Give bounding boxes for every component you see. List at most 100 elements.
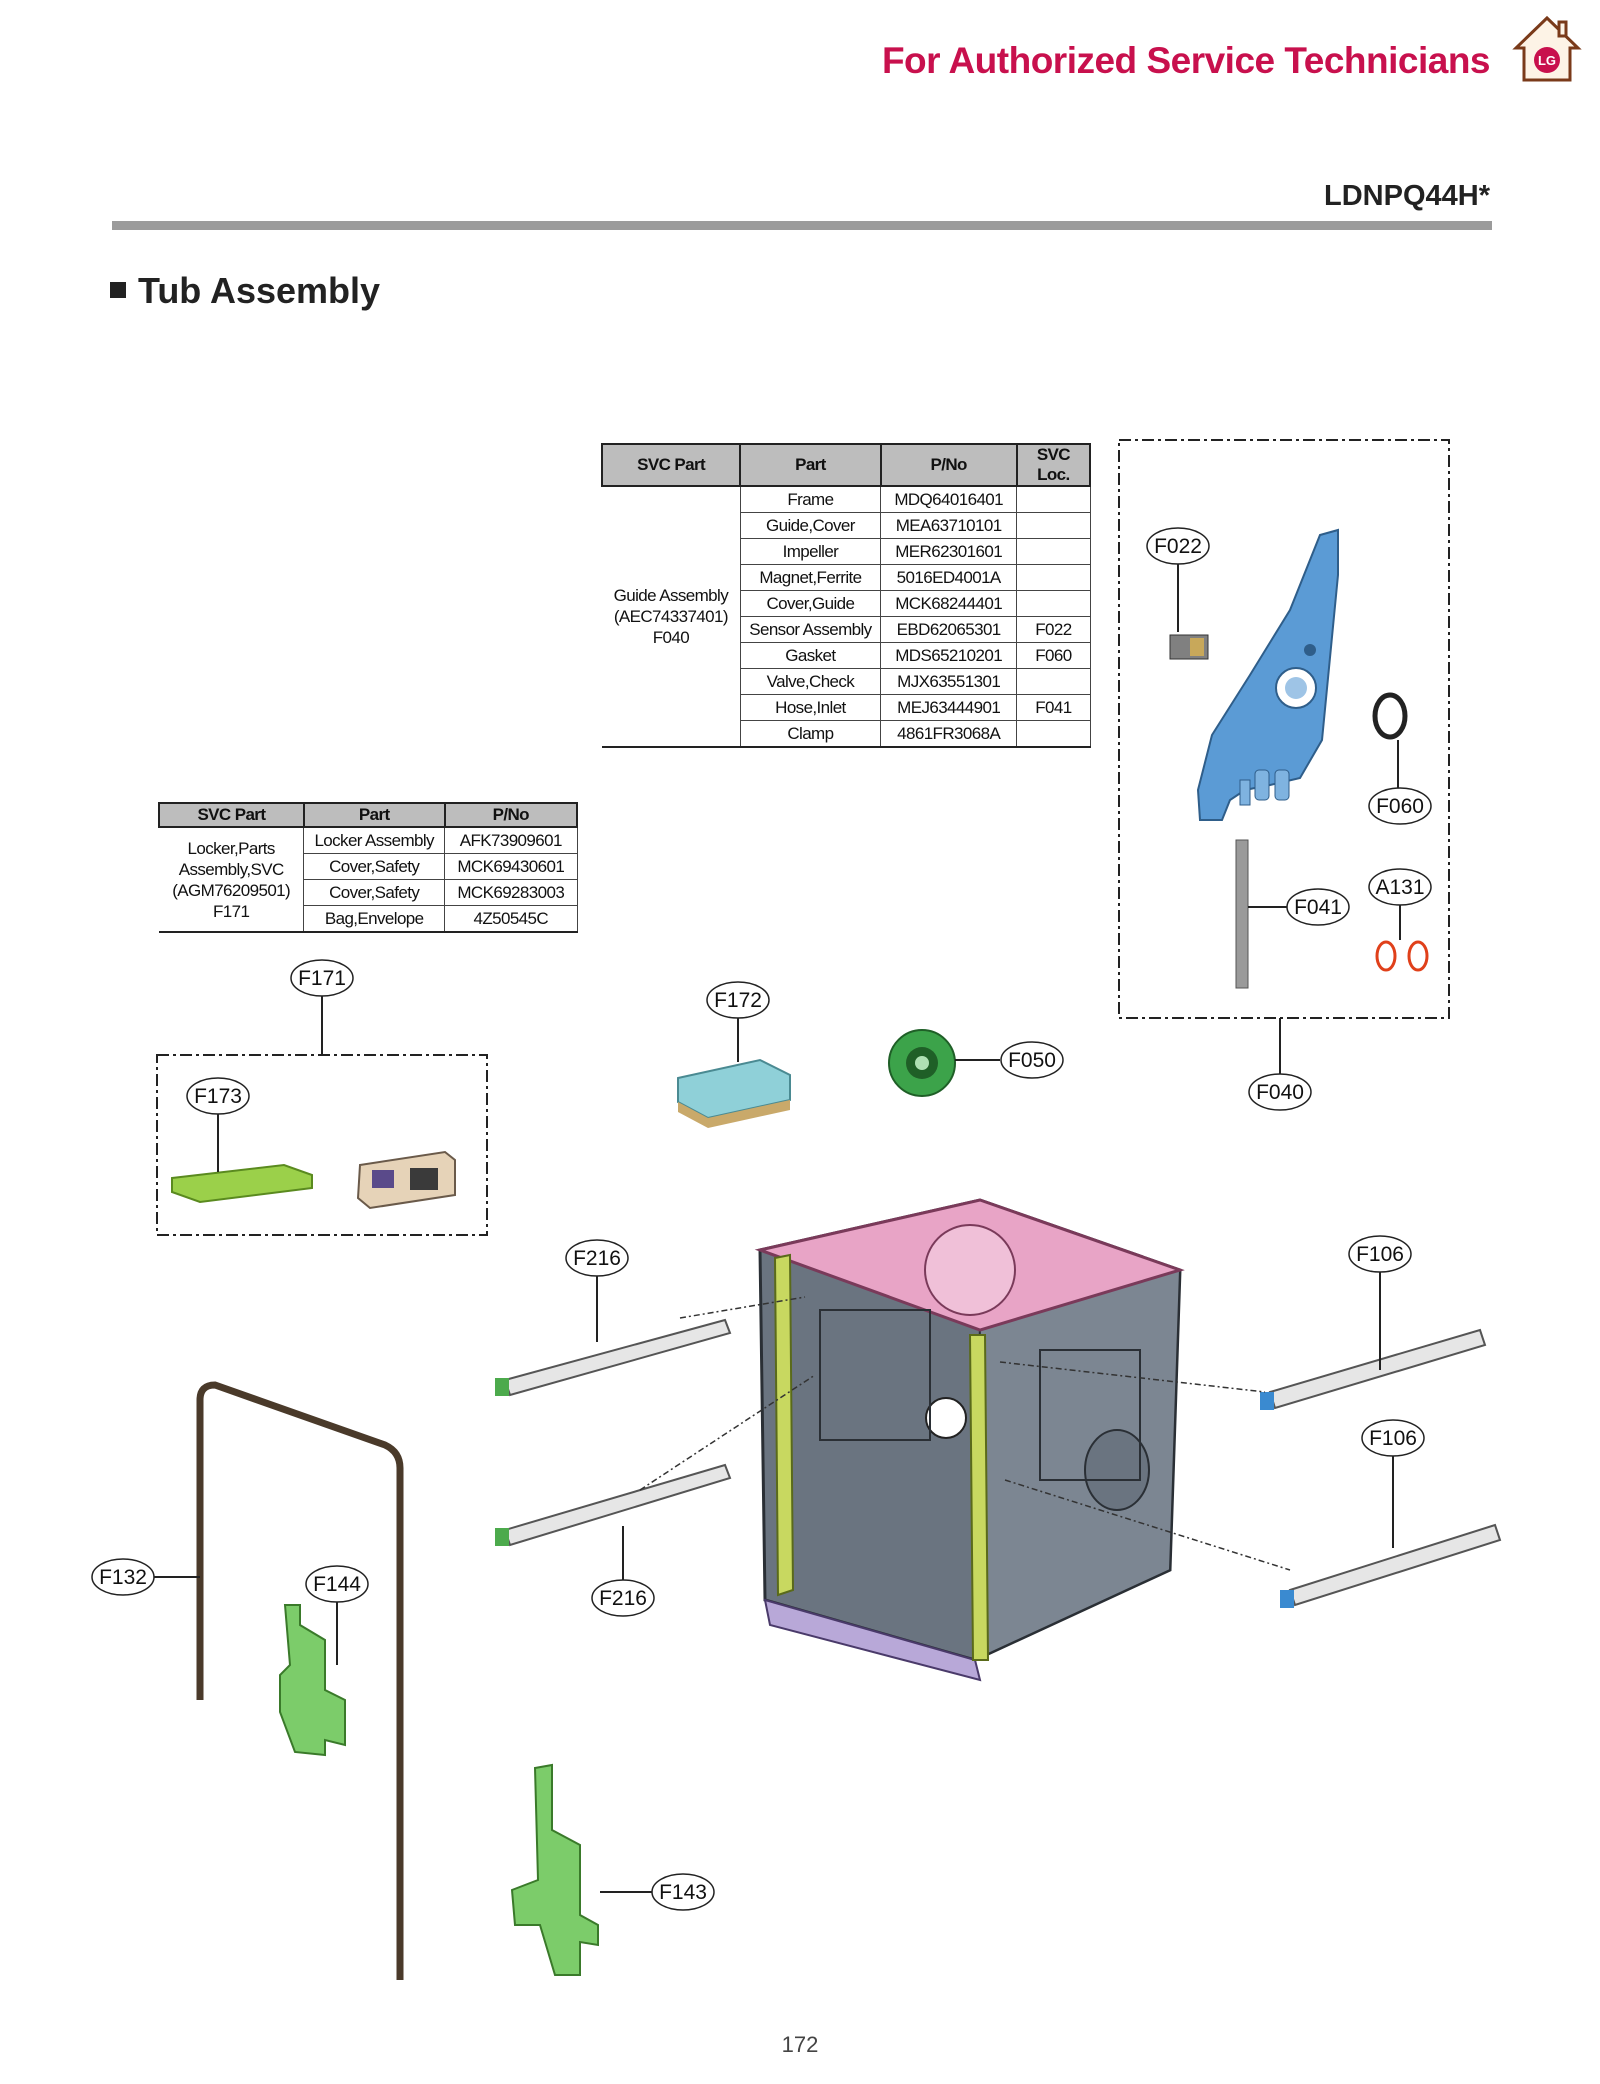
callout-f106-lower: F106 [1361,1419,1425,1548]
col-header: Part [302,802,446,828]
loc-cell: F041 [1016,694,1091,721]
part-cell: Cover,Safety [303,879,446,906]
pno-cell: MDS65210201 [880,642,1018,669]
loc-cell [1016,720,1091,748]
bullet-square-icon [110,282,126,299]
part-cell: Bag,Envelope [303,905,446,933]
callout-f022: F022 [1146,527,1210,632]
callout-label: F041 [1294,896,1342,919]
svc-part-group-cell: Locker,Parts Assembly,SVC (AGM76209501) … [159,826,305,933]
col-header: P/No [443,802,579,828]
svc-part-line: F171 [212,901,250,921]
callout-f041: F041 [1248,888,1350,926]
table-row: Guide Assembly (AEC74337401) F040 Frame … [602,485,1091,748]
lg-house-logo-icon: LG [1512,15,1582,82]
table-header-row: SVC Part Part P/No SVC Loc. [600,443,1092,487]
callout-label: F144 [313,1573,361,1596]
guide-frame-part [1196,528,1339,821]
model-number: LDNPQ44H* [1324,180,1490,212]
part-cell: Gasket [739,642,882,669]
callout-label: F216 [599,1587,647,1610]
svc-part-line: (AGM76209501) [172,880,291,900]
callout-label: F060 [1376,795,1424,818]
loc-cell [1016,564,1091,591]
pno-cell: MCK68244401 [880,590,1018,617]
col-header: Part [739,443,882,487]
rack-rail-left-lower-part [495,1463,732,1547]
hinge-bracket-right-part [510,1763,599,1976]
col-header: SVC Loc. [1015,443,1092,487]
callout-f173: F173 [186,1077,250,1172]
callout-f040: F040 [1248,1018,1312,1111]
inlet-hose-part [1235,839,1249,989]
pno-cell: MCK69430601 [444,853,578,880]
col-header: SVC Part [600,443,742,487]
svc-part-line: Assembly,SVC [178,859,285,879]
callout-f106-upper: F106 [1348,1235,1412,1370]
svc-part-line: (AEC74337401) [613,607,729,626]
locker-parts-table: SVC Part Part P/No Locker,Parts Assembly… [158,802,579,933]
callout-f050: F050 [955,1041,1064,1079]
part-cell: Clamp [739,720,882,748]
section-title: Tub Assembly [110,270,380,312]
callout-label: F173 [194,1085,242,1108]
door-gasket-part [196,1381,404,1980]
pno-cell: MER62301601 [880,538,1018,565]
callout-f144: F144 [305,1565,369,1665]
callout-f132: F132 [91,1558,200,1596]
part-cell: Valve,Check [739,668,882,695]
callout-label: F040 [1256,1081,1304,1104]
rack-rail-left-upper-part [495,1318,732,1397]
svc-part-line: Locker,Parts [187,838,276,858]
svg-text:LG: LG [1538,53,1556,68]
callout-label: F106 [1369,1427,1417,1450]
tub-part [754,1198,1185,1682]
callout-label: F216 [573,1247,621,1270]
gasket-ring-part [1372,692,1408,740]
part-cell: Hose,Inlet [739,694,882,721]
pno-cell: 4Z50545C [444,905,578,933]
header-divider [112,221,1492,230]
pno-cell: 4861FR3068A [880,720,1018,748]
rack-rail-right-lower-part [1280,1523,1502,1608]
locker-assembly-part [356,1150,456,1210]
pno-cell: MCK69283003 [444,879,578,906]
col-header: SVC Part [158,802,305,828]
callout-f171: F171 [290,959,354,1055]
callout-label: A131 [1375,876,1424,899]
hinge-bracket-left-part [279,1604,346,1757]
svc-part-group-cell: Guide Assembly (AEC74337401) F040 [602,485,741,748]
callout-a131: A131 [1368,868,1432,940]
bag-envelope-part [171,1163,313,1204]
guide-assembly-group-frame [1118,439,1450,1019]
part-cell: Guide,Cover [739,512,882,539]
callout-label: F172 [714,989,762,1012]
sensor-assembly-part [1169,634,1209,660]
part-cell: Magnet,Ferrite [739,564,882,591]
callout-f172: F172 [706,981,770,1062]
callout-f216-upper: F216 [565,1239,629,1342]
callout-label: F132 [99,1566,147,1589]
part-cell: Impeller [739,538,882,565]
section-title-text: Tub Assembly [138,270,381,311]
module-part [677,1058,791,1128]
assembly-leader-lines [639,1296,1291,1571]
pno-cell: AFK73909601 [444,826,578,854]
table-row: Locker,Parts Assembly,SVC (AGM76209501) … [159,826,578,933]
page-number: 172 [781,2032,819,2057]
col-header: P/No [879,443,1018,487]
header-title: For Authorized Service Technicians [881,40,1491,81]
callout-label: F143 [659,1881,707,1904]
callout-label: F106 [1356,1243,1404,1266]
loc-cell [1016,485,1091,513]
callout-label: F171 [298,967,346,990]
svc-part-line: Guide Assembly [613,586,729,605]
